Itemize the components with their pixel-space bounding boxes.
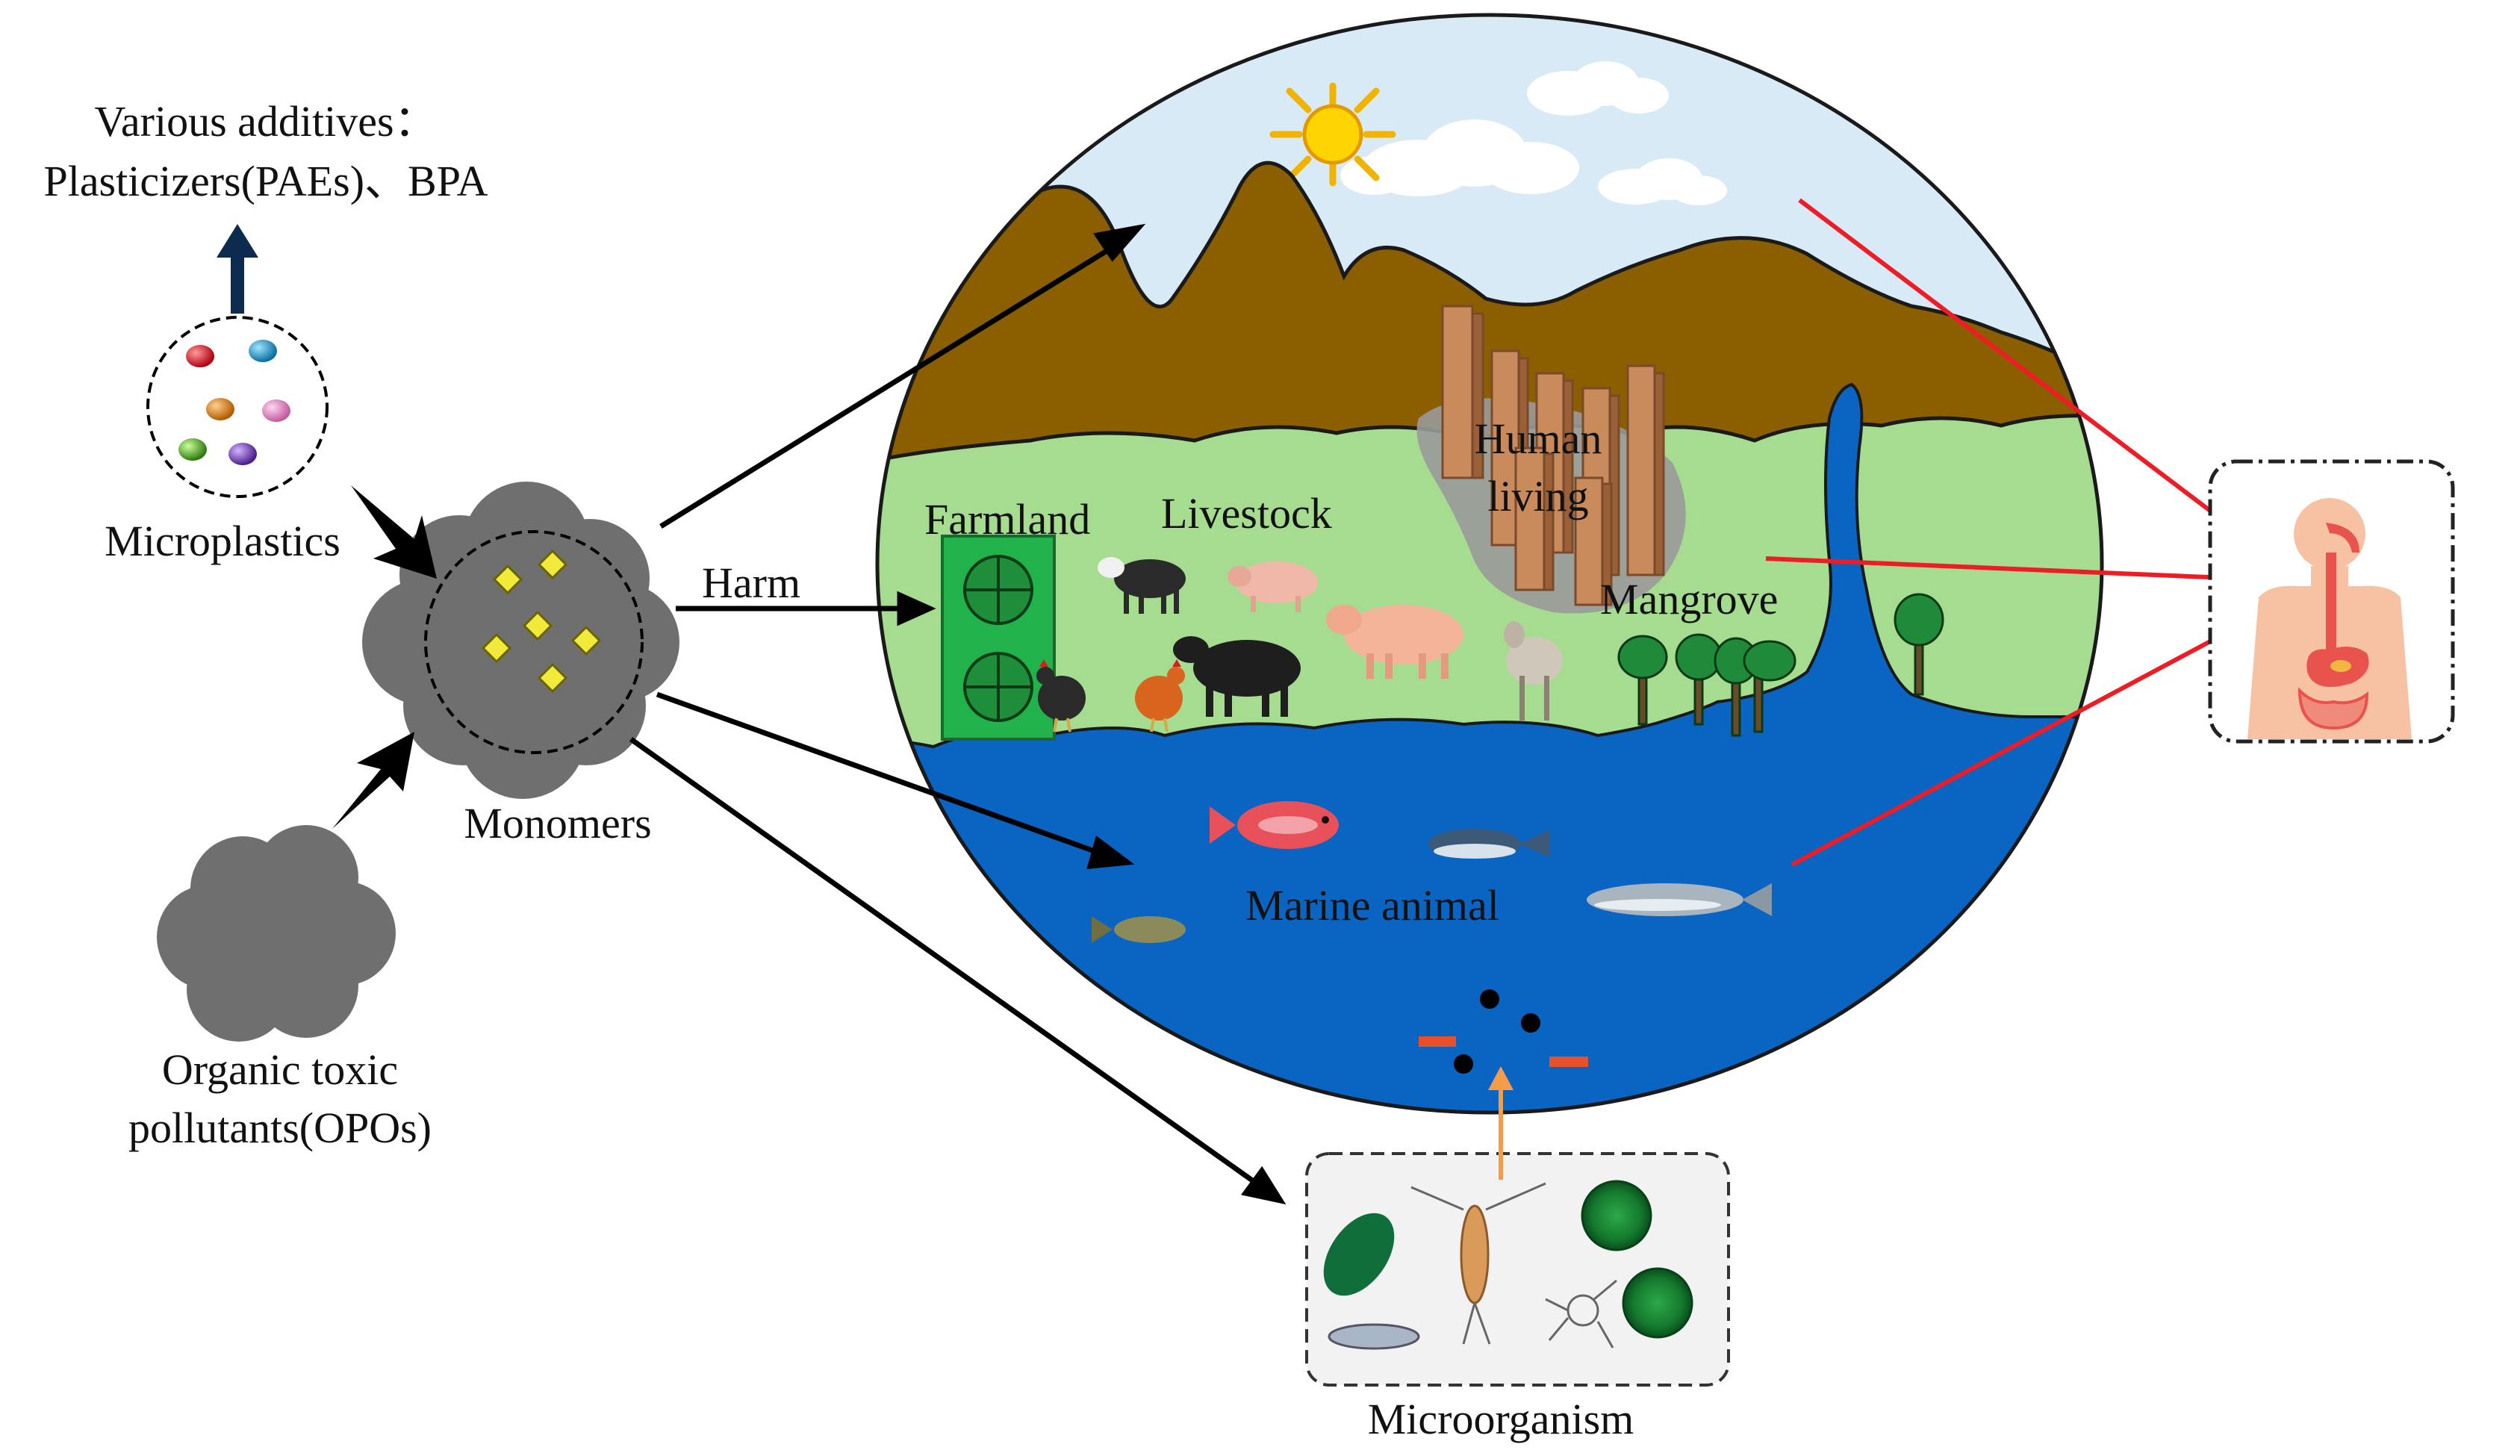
livestock-animals bbox=[1036, 557, 1563, 732]
harm-label: Harm bbox=[702, 559, 801, 607]
monomers-cloud bbox=[362, 482, 679, 799]
pig-icon bbox=[1228, 561, 1318, 612]
human-box bbox=[2208, 459, 2455, 744]
cow-icon bbox=[1098, 557, 1186, 614]
farmland-box bbox=[941, 535, 1056, 741]
arrow-up-navy bbox=[217, 224, 258, 314]
microorganism-box bbox=[1305, 1152, 1730, 1387]
chicken-icon bbox=[1036, 659, 1086, 732]
cow-icon bbox=[1173, 636, 1301, 717]
monomers-label: Monomers bbox=[464, 799, 652, 847]
globe-outline bbox=[875, 13, 2104, 1115]
arrow-orange-up bbox=[1488, 1066, 1513, 1180]
additives-label-line2: Plasticizers(PAEs)、BPA bbox=[43, 157, 488, 205]
arrows-harm bbox=[629, 223, 1287, 1205]
microorganism-label: Microorganism bbox=[1367, 1395, 1634, 1443]
sun-icon bbox=[1269, 82, 1396, 187]
farmland-label: Farmland bbox=[924, 495, 1091, 544]
opo-label-line1: Organic toxic bbox=[161, 1045, 399, 1094]
particles bbox=[1419, 989, 1588, 1074]
sheep-icon bbox=[1504, 621, 1563, 721]
mangrove-label: Mangrove bbox=[1600, 575, 1779, 623]
fish-icon bbox=[1210, 801, 1339, 849]
human-body-icon bbox=[2247, 498, 2412, 739]
mangrove-trees bbox=[1617, 593, 1944, 737]
fish-icon bbox=[1092, 916, 1186, 943]
arrow-microplastics-to-monomers bbox=[351, 485, 437, 579]
microplastics-cluster bbox=[146, 316, 329, 498]
human-living-label-line2: living bbox=[1487, 472, 1589, 520]
marine-fish bbox=[1092, 801, 1772, 943]
marine-animal-label: Marine animal bbox=[1245, 881, 1499, 930]
fish-icon bbox=[1428, 829, 1549, 859]
chicken-icon bbox=[1135, 659, 1185, 732]
buildings bbox=[1441, 305, 1665, 606]
livestock-label: Livestock bbox=[1161, 489, 1332, 538]
opo-cloud bbox=[157, 825, 396, 1042]
arrow-opo-to-monomers bbox=[332, 732, 414, 829]
microplastics-label: Microplastics bbox=[105, 517, 340, 565]
water bbox=[877, 382, 2102, 1113]
clouds bbox=[1340, 61, 1727, 205]
diamond-icons bbox=[481, 549, 602, 694]
opo-label-line2: pollutants(OPOs) bbox=[128, 1104, 432, 1152]
human-living-label-line1: Human bbox=[1474, 414, 1602, 463]
pig-icon bbox=[1326, 605, 1463, 679]
additives-label-line1: Various additives： bbox=[94, 97, 438, 146]
fish-icon bbox=[1587, 883, 1772, 916]
